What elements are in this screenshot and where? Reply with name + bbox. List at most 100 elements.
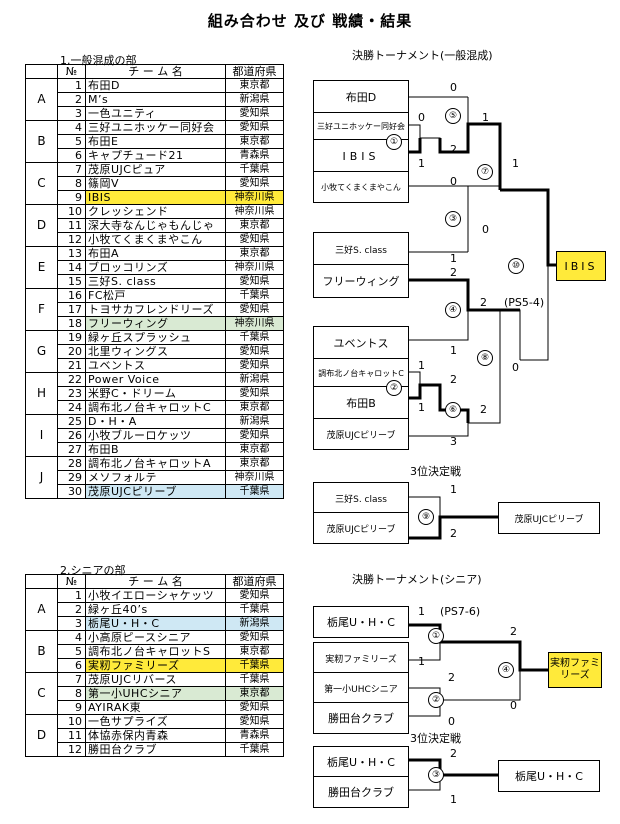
bracket-team: 布田D: [313, 80, 409, 114]
team-name: 布田D: [85, 78, 226, 93]
score: 1: [418, 359, 425, 372]
group-label: J: [25, 456, 58, 499]
score: 1: [450, 252, 457, 265]
team-prefecture: 愛知県: [225, 106, 284, 121]
group-label: A: [25, 78, 58, 121]
col-pref-header: 都道府県: [225, 64, 284, 79]
score: 1: [418, 401, 425, 414]
score: 1: [418, 605, 425, 618]
group-label: E: [25, 246, 58, 289]
score: 2: [450, 747, 457, 760]
score: 1: [450, 344, 457, 357]
bracket-team: 実籾ファミリーズ: [313, 642, 409, 674]
team-name: 茂原UJCピュア: [85, 162, 226, 177]
match-number: ⑦: [477, 164, 493, 180]
team-prefecture: 千葉県: [225, 484, 284, 499]
team-name: 茂原UJCリバース: [85, 672, 226, 687]
team-number: 18: [57, 316, 86, 331]
match-number: ⑥: [445, 402, 461, 418]
col-team-header: チ ー ム 名: [85, 64, 226, 79]
bracket-team: 勝田台クラブ: [313, 702, 409, 734]
team-number: 21: [57, 358, 86, 373]
team-number: 19: [57, 330, 86, 345]
bracket-team: 茂原UJCピリーブ: [313, 418, 409, 450]
team-name: 第一小UHCシニア: [85, 686, 226, 701]
group-label: B: [25, 630, 58, 673]
general-section-title: 1.一般混成の部: [60, 54, 137, 67]
team-number: 16: [57, 288, 86, 303]
match-number: ③: [445, 211, 461, 227]
match-number: ⑧: [477, 350, 493, 366]
team-name: メソフォルテ: [85, 470, 226, 485]
penalty-shootout: (PS7-6): [440, 605, 481, 618]
third-place-winner: 栃尾U・H・C: [498, 760, 600, 792]
team-name: トヨサカフレンドリーズ: [85, 302, 226, 317]
team-name: 茂原UJCピリーブ: [85, 484, 226, 499]
bracket-team: 栃尾U・H・C: [313, 746, 409, 778]
score: 0: [450, 175, 457, 188]
score: 2: [480, 296, 487, 309]
score: 0: [510, 699, 517, 712]
team-name: 実籾ファミリーズ: [85, 658, 226, 673]
third-place-winner: 茂原UJCピリーブ: [498, 502, 600, 534]
score: 0: [482, 223, 489, 236]
team-name: 勝田台クラブ: [85, 742, 226, 757]
team-name: 北里ウィングス: [85, 344, 226, 359]
bracket-team: 第一小UHCシニア: [313, 672, 409, 704]
bracket-team: 三好S. class: [313, 482, 409, 514]
score: 1: [450, 483, 457, 496]
bracket-team: ユベントス: [313, 326, 409, 360]
bracket-team: 小牧てくまくまやこん: [313, 171, 409, 203]
team-name: 三好ユニホッケー同好会: [85, 120, 226, 135]
penalty-shootout: (PS5-4): [504, 296, 545, 309]
bracket-team: フリーウィング: [313, 264, 409, 298]
match-number: ③: [428, 767, 444, 783]
score: 0: [512, 361, 519, 374]
match-number: ④: [445, 302, 461, 318]
match-number: ②: [386, 380, 402, 396]
score: 1: [482, 111, 489, 124]
team-name: 緑ヶ丘40’s: [85, 602, 226, 617]
team-prefecture: 神奈川県: [225, 190, 284, 205]
team-number: 26: [57, 428, 86, 443]
team-name: 小高原ピースシニア: [85, 630, 226, 645]
bracket-team: 三好S. class: [313, 232, 409, 266]
score: 2: [448, 671, 455, 684]
team-name: 篠岡V: [85, 176, 226, 191]
match-number: ②: [428, 692, 444, 708]
match-number: ⑤: [445, 108, 461, 124]
score: 2: [450, 143, 457, 156]
match-number: ⑩: [508, 258, 524, 274]
general-champion: IBIS: [556, 251, 606, 281]
team-name: ブロッコリンズ: [85, 260, 226, 275]
team-name: 栃尾U・H・C: [85, 616, 226, 631]
score: 2: [480, 403, 487, 416]
bracket-team: 勝田台クラブ: [313, 776, 409, 808]
score: 3: [450, 435, 457, 448]
score: 0: [448, 715, 455, 728]
